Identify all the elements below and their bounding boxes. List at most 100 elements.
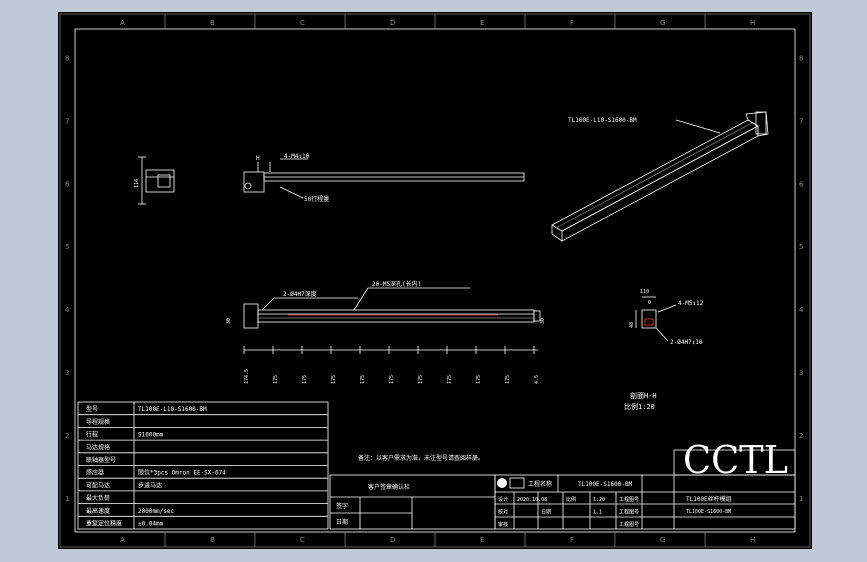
confirm-title: 客户签章确认栏 xyxy=(368,483,410,491)
sign-label: 签字 xyxy=(336,502,348,510)
zone-mark-right: 7 xyxy=(799,117,803,125)
top-hole-note: 4-M4↧10 xyxy=(284,153,310,160)
title-block-cell: 工程图号 xyxy=(619,521,639,528)
front-left-note: 2-Ø4H7深度 xyxy=(283,290,317,298)
spec-label: 联轴器型号 xyxy=(86,456,116,464)
side-view-dim: 114 xyxy=(134,179,140,188)
zone-mark-left: 2 xyxy=(65,432,69,440)
title-block-cell: 比例 xyxy=(566,496,576,503)
spec-label: 型号 xyxy=(86,405,98,413)
drawing-no-label: 工程名称 xyxy=(528,480,552,488)
top-h-mark: H xyxy=(256,155,260,162)
zone-mark-top: F xyxy=(570,19,574,27)
zone-mark-left: 4 xyxy=(65,306,70,314)
section-title: 剖面H-H xyxy=(630,391,657,400)
remark-text: 备注：以客户需求为准，未注型号请查阅样册。 xyxy=(358,454,484,462)
zone-mark-left: 1 xyxy=(65,495,69,503)
zone-mark-bottom: E xyxy=(480,536,484,544)
spec-label: 导程规格 xyxy=(86,418,110,426)
front-dim-label: 175 xyxy=(505,375,511,384)
section-dim-left: 48 xyxy=(629,322,635,328)
logo-circle-icon xyxy=(497,478,507,488)
section-dim-top: 110 xyxy=(640,289,649,295)
front-dim-label: 174.5 xyxy=(244,369,250,384)
zone-mark-right: 5 xyxy=(799,243,803,251)
drawing-no: TL100E-S1600-BM xyxy=(578,481,633,488)
spec-label: 马达规格 xyxy=(86,443,110,451)
front-dim-label: 175 xyxy=(447,375,453,384)
zone-mark-right: 4 xyxy=(799,306,804,314)
section-dim-zero: 0 xyxy=(648,300,651,306)
zone-mark-left: 6 xyxy=(65,180,70,188)
front-dim-label: 175 xyxy=(389,375,395,384)
zone-mark-top: H xyxy=(750,19,755,27)
zone-mark-bottom: G xyxy=(660,536,665,544)
zone-mark-left: 8 xyxy=(65,54,69,62)
zone-mark-bottom: F xyxy=(570,536,574,544)
zone-mark-top: E xyxy=(480,19,484,27)
top-view-callout: 50行程量 xyxy=(304,195,329,203)
customer-confirm-block: 客户签章确认栏 签字 日期 xyxy=(329,474,496,530)
spec-label: 最大负荷 xyxy=(86,494,110,502)
iso-view: TL100E-L10-S1600-BM xyxy=(551,111,769,242)
iso-model-label: TL100E-L10-S1600-BM xyxy=(568,117,637,124)
top-view: H 4-M4↧10 50行程量 xyxy=(243,153,525,203)
spec-value: 步进马达 xyxy=(138,481,162,489)
spec-label: 可配马达 xyxy=(86,481,110,489)
zone-mark-bottom: C xyxy=(300,536,305,544)
date-label: 日期 xyxy=(336,518,348,526)
zone-mark-left: 5 xyxy=(65,243,69,251)
product-name: TL100E丝杆模组 xyxy=(686,495,732,503)
spec-value: ±0.04mm xyxy=(138,521,164,528)
title-block-cell: 工程图号 xyxy=(619,509,639,516)
zone-mark-top: B xyxy=(210,19,215,27)
spec-label: 感应器 xyxy=(86,469,104,477)
title-block-cell: 日期 xyxy=(541,510,551,516)
spec-value: TL100E-L10-S1600-BM xyxy=(138,406,207,413)
spec-label: 重复定位精度 xyxy=(86,520,122,528)
zone-mark-right: 1 xyxy=(799,495,803,503)
brand-logo: CCTL xyxy=(683,438,788,482)
title-block-cell: 2020.10.08 xyxy=(517,497,547,503)
front-dim-label: 175 xyxy=(476,375,482,384)
title-block-cell: 审核 xyxy=(498,521,508,528)
title-block: 工程名称 TL100E-S1600-BM CCTL TL100E丝杆模组 TL1… xyxy=(494,438,796,530)
spec-label: 行程 xyxy=(86,431,98,439)
zone-mark-right: 3 xyxy=(799,369,803,377)
title-block-cell: 设计 xyxy=(498,496,508,503)
product-code: TL100E-S1600-BM xyxy=(686,509,731,515)
zone-mark-right: 8 xyxy=(799,54,803,62)
section-scale: 比例1:20 xyxy=(624,402,655,411)
front-dim-label: 175 xyxy=(418,375,424,384)
zone-mark-left: 3 xyxy=(65,369,69,377)
spec-value: 2000mm/sec xyxy=(138,508,175,515)
section-view: 110 0 48 4-M5↧12 2-Ø4H7↧10 剖面H-H 比例1:20 xyxy=(624,289,704,411)
front-dim-label: 4.5 xyxy=(534,375,540,384)
side-view: 114 xyxy=(134,156,175,205)
zone-mark-bottom: B xyxy=(210,536,215,544)
spec-label: 最高速度 xyxy=(86,507,110,515)
front-mid-note: 20-M5深孔(长内) xyxy=(372,280,421,288)
zone-mark-top: D xyxy=(390,19,395,27)
front-right-dim: 30 xyxy=(540,318,546,324)
front-dim-label: 175 xyxy=(302,375,308,384)
zone-mark-top: C xyxy=(300,19,305,27)
zone-mark-right: 6 xyxy=(799,180,804,188)
zone-mark-bottom: A xyxy=(120,536,125,544)
spec-value: 限位*3pcs Omron EE-SX-674 xyxy=(138,469,226,477)
zone-mark-bottom: H xyxy=(750,536,755,544)
zone-mark-bottom: D xyxy=(390,536,395,544)
front-dim-label: 175 xyxy=(273,375,279,384)
zone-mark-left: 7 xyxy=(65,117,69,125)
section-note-2: 2-Ø4H7↧10 xyxy=(670,339,703,346)
section-note-1: 4-M5↧12 xyxy=(678,300,704,307)
front-dim-label: 175 xyxy=(331,375,337,384)
title-block-cell: 1:20 xyxy=(593,497,605,503)
